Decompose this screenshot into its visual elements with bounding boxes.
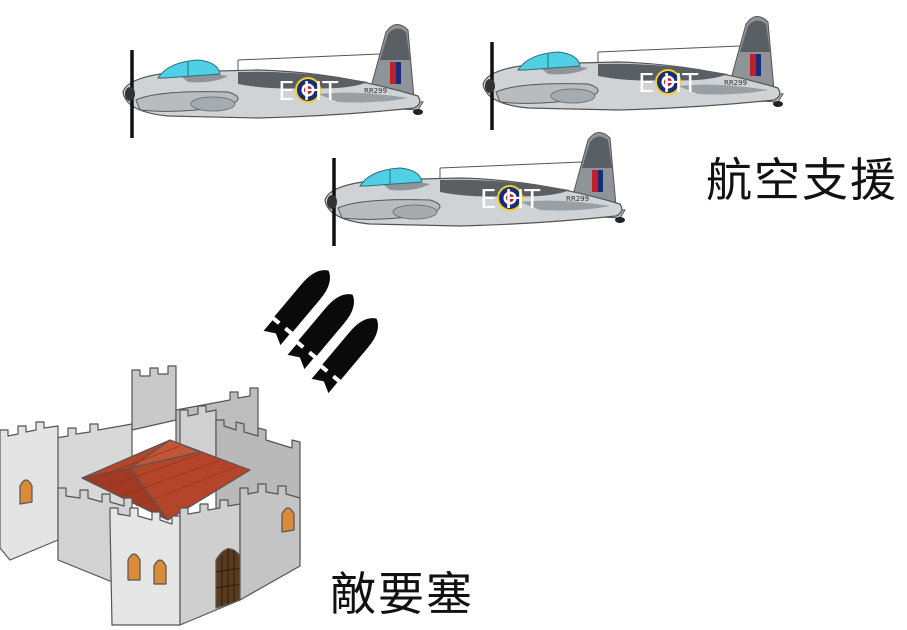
air-support-label: 航空支援 [706,153,898,207]
aircraft-3-serial: RR299 [566,195,589,203]
aircraft-2-serial: RR299 [724,79,747,87]
bombs [262,262,386,394]
enemy-fortress-label: 敵要塞 [330,567,474,621]
aircraft-formation: E HT RR299 E HT RR299 E HT RR299 [121,14,785,248]
aircraft-3-code-letters: E HT [480,185,540,215]
fortress [0,365,301,626]
aircraft-3: E HT RR299 [323,130,627,248]
aircraft-1: E HT RR299 [121,22,425,140]
aircraft-2-code-letters: E HT [638,69,698,99]
aircraft-2: E HT RR299 [481,14,785,132]
aircraft-1-code-letters: E HT [278,77,338,107]
aircraft-1-serial: RR299 [364,87,387,95]
